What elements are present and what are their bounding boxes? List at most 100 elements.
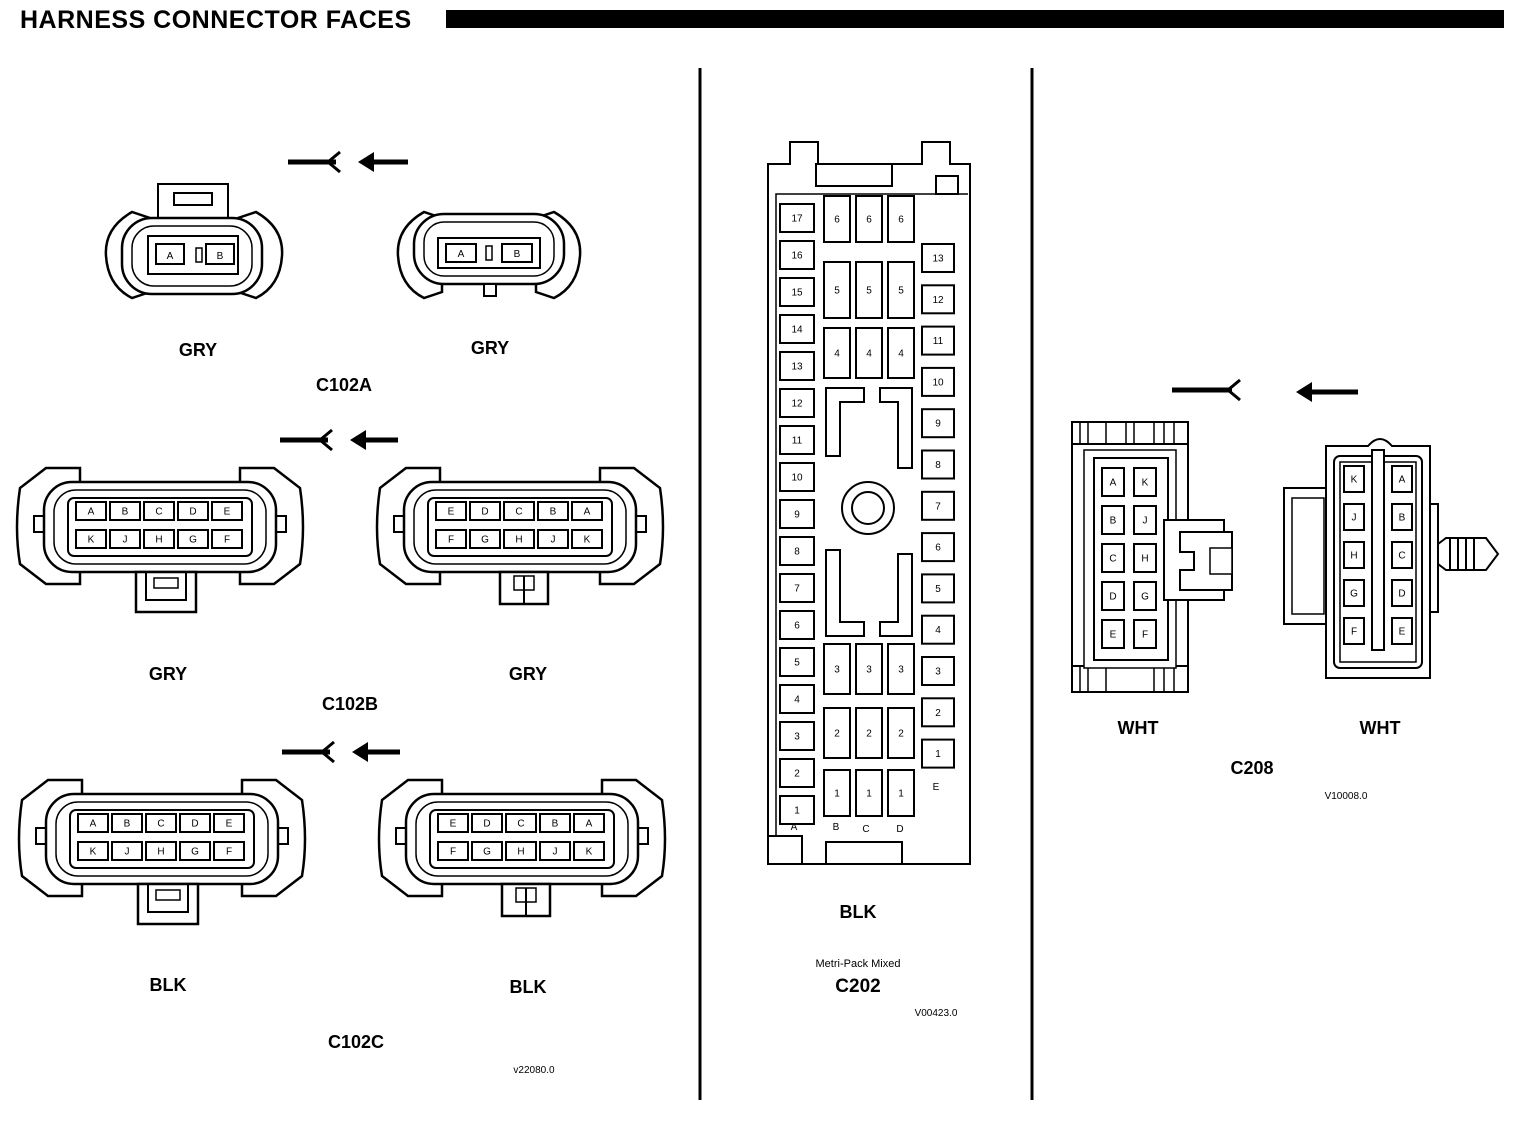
pin-cavity	[1101, 505, 1125, 535]
pin-cavity	[469, 501, 501, 521]
pin-label: K	[586, 847, 593, 858]
pin-cavity	[211, 529, 243, 549]
pin-label: F	[1142, 630, 1148, 641]
pin-cavity	[213, 841, 245, 861]
pin-label: F	[226, 847, 232, 858]
column-letter: E	[933, 782, 940, 793]
pin-cavity	[823, 327, 851, 379]
pin-label: C	[157, 819, 164, 830]
pin-cavity	[887, 707, 915, 759]
c102a-right-color: GRY	[471, 338, 509, 358]
pin-label: E	[224, 507, 231, 518]
pin-cavity	[1133, 581, 1157, 611]
pin-label: 1	[834, 789, 840, 800]
pin-cavity	[75, 529, 107, 549]
pin-cavity	[1391, 541, 1413, 569]
c202-type: Metri-Pack Mixed	[816, 958, 901, 970]
pin-label: 3	[834, 665, 840, 676]
pin-label: E	[448, 507, 455, 518]
pin-label: 14	[791, 325, 803, 336]
pin-cavity	[921, 532, 955, 563]
pin-cavity	[1343, 579, 1365, 607]
pin-label: C	[155, 507, 162, 518]
pin-label: E	[1110, 630, 1117, 641]
pin-label: 6	[866, 215, 872, 226]
pin-cavity	[211, 501, 243, 521]
pin-label: E	[1399, 627, 1406, 638]
pin-label: C	[515, 507, 522, 518]
pin-label: B	[217, 251, 224, 262]
pin-label: J	[1143, 516, 1148, 527]
pin-label: 3	[898, 665, 904, 676]
pin-cavity	[471, 841, 503, 861]
pin-label: H	[157, 847, 164, 858]
direction-arrow-icon	[282, 740, 400, 764]
pin-cavity	[779, 277, 815, 307]
pin-cavity	[1343, 503, 1365, 531]
pin-label: J	[553, 847, 558, 858]
pin-label: 3	[794, 732, 800, 743]
pin-cavity	[109, 501, 141, 521]
pin-label: 6	[935, 543, 941, 554]
pin-label: D	[1398, 589, 1405, 600]
pin-cavity	[779, 684, 815, 714]
pin-label: B	[550, 507, 557, 518]
pin-label: J	[1352, 513, 1357, 524]
pin-label: A	[167, 251, 174, 262]
pin-label: 8	[935, 460, 941, 471]
pin-label: 3	[866, 665, 872, 676]
direction-arrow-icon	[288, 150, 408, 174]
pin-label: 2	[935, 708, 941, 719]
pin-label: K	[88, 535, 95, 546]
pin-label: 9	[794, 510, 800, 521]
pin-cavity	[437, 813, 469, 833]
pin-label: H	[1350, 551, 1357, 562]
pin-label: D	[1109, 592, 1116, 603]
pin-label: F	[224, 535, 230, 546]
pin-label: 7	[794, 584, 800, 595]
pin-cavity	[505, 841, 537, 861]
pin-label: 8	[794, 547, 800, 558]
pin-label: G	[1350, 589, 1358, 600]
pin-label: 1	[866, 789, 872, 800]
pin-cavity	[779, 647, 815, 677]
pin-cavity	[823, 195, 851, 243]
c102b-right-color: GRY	[509, 664, 547, 684]
pin-label: 4	[794, 695, 800, 706]
direction-arrow-icon	[280, 428, 398, 452]
c202-ref: V00423.0	[915, 1008, 958, 1019]
pin-label: A	[584, 507, 591, 518]
pin-cavity	[921, 573, 955, 604]
pin-label: A	[1399, 475, 1406, 486]
pin-label: 6	[834, 215, 840, 226]
pin-label: B	[1399, 513, 1406, 524]
connector-outline	[153, 577, 179, 589]
c208-left-color: WHT	[1118, 718, 1159, 738]
pin-label: 11	[933, 336, 944, 347]
pin-cavity	[1101, 619, 1125, 649]
pin-cavity	[471, 813, 503, 833]
pin-cavity	[145, 841, 177, 861]
c102a-id: C102A	[316, 375, 372, 395]
pin-label: 6	[898, 215, 904, 226]
header-bar	[446, 10, 1504, 28]
pin-cavity	[823, 261, 851, 319]
pin-cavity	[213, 813, 245, 833]
pin-cavity	[143, 501, 175, 521]
pin-cavity	[571, 529, 603, 549]
pin-cavity	[1391, 617, 1413, 645]
pin-cavity	[537, 501, 569, 521]
c102c-id: C102C	[328, 1032, 384, 1052]
pin-label: J	[551, 535, 556, 546]
connector-outline	[145, 572, 187, 601]
pin-label: 1	[794, 806, 800, 817]
c202-id: C202	[835, 976, 880, 997]
pin-cavity	[921, 656, 955, 686]
pin-cavity	[887, 769, 915, 817]
pin-cavity	[779, 240, 815, 270]
pin-label: 6	[794, 621, 800, 632]
pin-cavity	[779, 351, 815, 381]
